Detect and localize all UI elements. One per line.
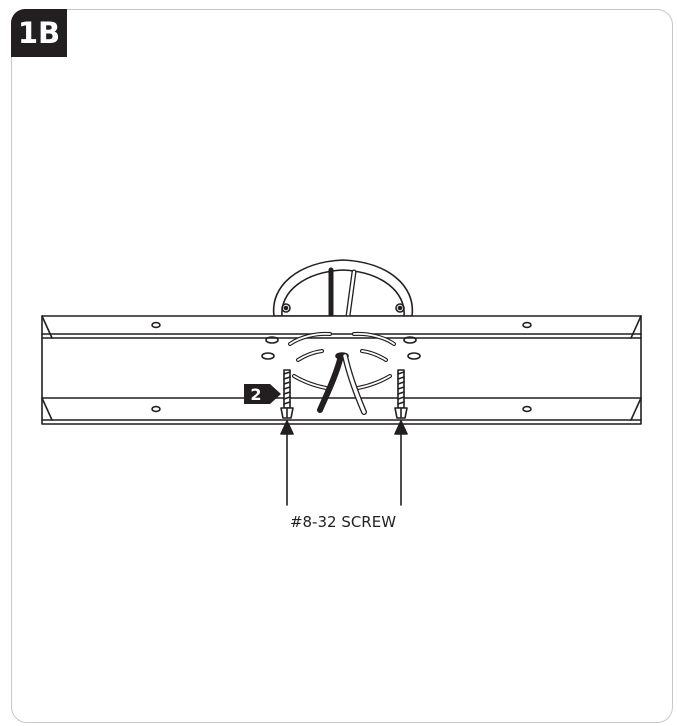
step-badge: 1B: [11, 9, 67, 57]
outlet-box: [272, 259, 414, 319]
screw-label: #8-32 SCREW: [290, 513, 396, 531]
screw-left: [280, 369, 294, 419]
part-number-badge: 2: [244, 384, 281, 404]
wires: [317, 353, 367, 415]
panel-frame: [11, 9, 673, 723]
callout-arrows: [280, 420, 408, 506]
part-number-text: 2: [250, 385, 261, 404]
mounting-bracket: [41, 315, 642, 425]
screw-right: [394, 369, 408, 419]
